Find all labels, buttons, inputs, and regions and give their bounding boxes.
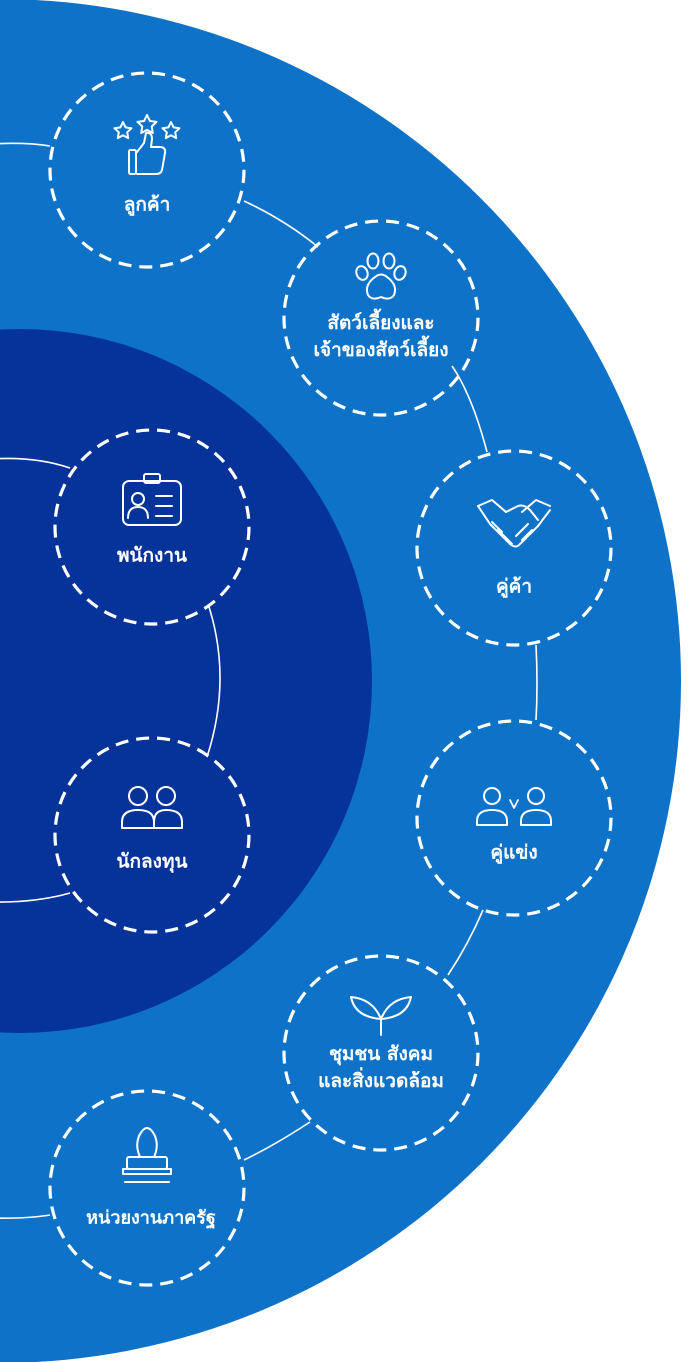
connector-investor-left bbox=[0, 892, 71, 903]
node-circle-investor bbox=[53, 736, 251, 934]
node-circle-customer bbox=[48, 71, 246, 269]
paw-print-icon bbox=[355, 252, 407, 300]
official-stamp-icon bbox=[122, 1127, 172, 1183]
inner-connectors bbox=[0, 457, 221, 903]
node-label-government: หน่วยงานภาครัฐ bbox=[86, 1205, 216, 1232]
connector-competitor-community bbox=[447, 909, 484, 976]
node-label-competitor: คู่แข่ง bbox=[490, 840, 537, 867]
community-label-line-2: และสิ่งแวดล้อม bbox=[318, 1070, 444, 1092]
connector-community-government bbox=[243, 1121, 311, 1161]
node-circle-partner bbox=[415, 449, 613, 647]
connector-partner-competitor bbox=[535, 644, 538, 721]
connector-government-left bbox=[0, 1214, 51, 1219]
node-circle-competitor bbox=[415, 719, 613, 917]
node-circle-community bbox=[282, 954, 480, 1152]
node-circle-employee bbox=[53, 428, 251, 626]
pet-label-line-2: เจ้าของสัตว์เลี้ยง bbox=[313, 339, 449, 361]
customer-label-line-1: ลูกค้า bbox=[123, 193, 171, 216]
competitor-versus-icon bbox=[476, 787, 552, 826]
node-circles bbox=[48, 71, 613, 1287]
outer-connectors bbox=[0, 142, 538, 1219]
connector-left-employee bbox=[0, 457, 71, 469]
node-circle-government bbox=[48, 1089, 246, 1287]
connector-employee-investor bbox=[206, 606, 221, 758]
connector-pet-partner bbox=[451, 365, 488, 453]
connector-customer-pet bbox=[243, 200, 319, 248]
investor-people-icon bbox=[121, 786, 183, 829]
connector-left-customer bbox=[0, 142, 51, 147]
node-label-partner: คู่ค้า bbox=[496, 574, 532, 601]
node-circle-pet bbox=[282, 219, 480, 417]
node-label-investor: นักลงทุน bbox=[117, 849, 188, 876]
stars-thumbs-up-icon bbox=[113, 114, 181, 175]
node-label-community: ชุมชน สังคม และสิ่งแวดล้อม bbox=[318, 1041, 444, 1095]
employee-id-card-icon bbox=[122, 473, 182, 526]
employee-label-line-1: พนักงาน bbox=[117, 544, 187, 567]
handshake-icon bbox=[477, 499, 551, 548]
node-label-employee: พนักงาน bbox=[117, 543, 187, 570]
node-label-pet: สัตว์เลี้ยงและ เจ้าของสัตว์เลี้ยง bbox=[313, 310, 448, 364]
community-label-line-1: ชุมชน สังคม bbox=[328, 1043, 434, 1065]
partner-label-line-1: คู่ค้า bbox=[495, 575, 533, 598]
government-label-line-1: หน่วยงานภาครัฐ bbox=[86, 1207, 216, 1229]
investor-label-line-1: นักลงทุน bbox=[116, 850, 188, 873]
node-label-customer: ลูกค้า bbox=[124, 192, 171, 219]
sprout-leaf-icon bbox=[350, 996, 412, 1036]
pet-label-line-1: สัตว์เลี้ยงและ bbox=[327, 312, 435, 334]
competitor-label-line-1: คู่แข่ง bbox=[490, 841, 538, 864]
inner-circle bbox=[0, 329, 372, 1033]
